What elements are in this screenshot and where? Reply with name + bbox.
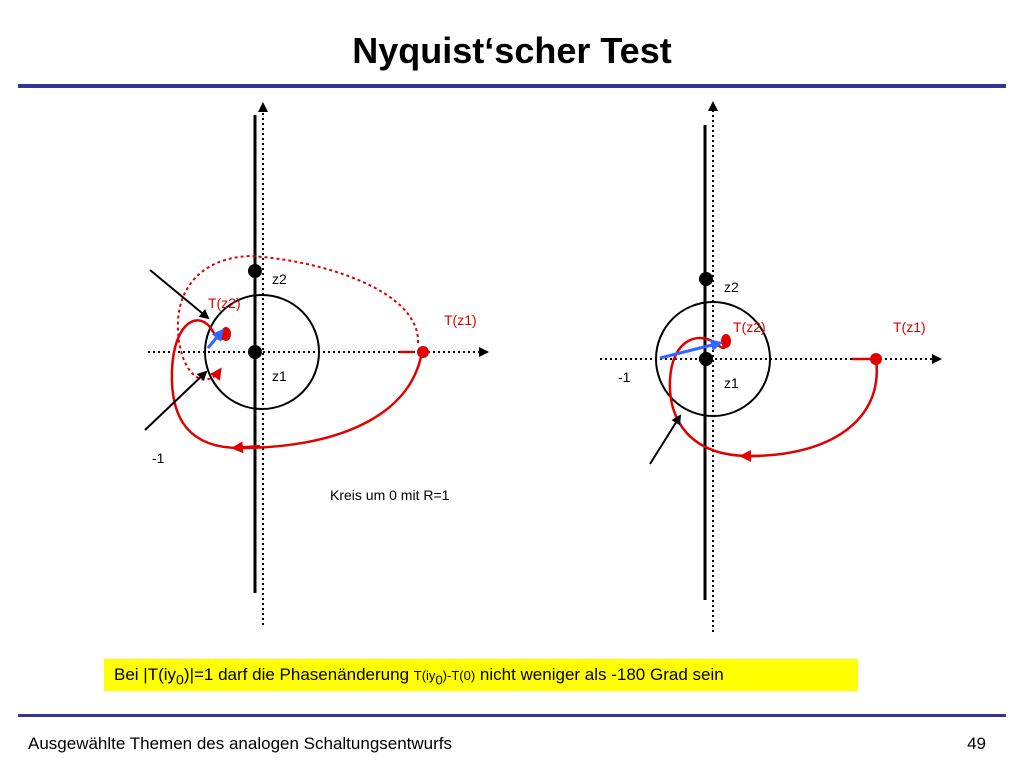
right-unit-circle (655, 301, 771, 417)
left-label-z2: z2 (272, 271, 287, 287)
left-solid-curve (170, 319, 424, 450)
left-pointer-lower (144, 370, 208, 431)
left-pointer-upper (149, 269, 210, 320)
note-sub1: 0 (176, 672, 184, 689)
right-label-minus1: -1 (618, 369, 631, 385)
left-label-tz2: T(z2) (208, 295, 241, 311)
left-unit-circle (204, 294, 320, 410)
note-sub2: 0 (435, 672, 443, 688)
note-part1: Bei |T(iy (114, 665, 177, 684)
note-small1: T(iy (413, 668, 436, 683)
left-z1-point (248, 345, 262, 359)
right-label-tz2: T(z2) (733, 319, 766, 335)
title-divider (18, 84, 1006, 88)
footer-divider (18, 714, 1006, 717)
left-phasor (206, 328, 224, 349)
left-dotted-curve (176, 254, 420, 381)
right-diagram: z2 z1 T(z2) T(z1) -1 (600, 101, 942, 632)
left-tz1-point (417, 346, 429, 358)
left-solid-curve-arrow (231, 441, 261, 454)
right-label-z2: z2 (724, 279, 739, 295)
note-part2: )|=1 darf die Phasenänderung (183, 665, 414, 684)
left-diagram: z2 z1 T(z2) T(z1) -1 Kreis um 0 mit R=1 (144, 102, 489, 625)
right-pointer (649, 414, 682, 465)
note-small2: )-T(0) (442, 668, 476, 683)
footer-text: Ausgewählte Themen des analogen Schaltun… (28, 734, 453, 753)
left-label-minus1: -1 (152, 450, 165, 466)
left-z2-point (248, 264, 262, 278)
right-z2-point (699, 272, 713, 286)
condition-note: Bei |T(iy0)|=1 darf die Phasenänderung T… (104, 659, 858, 691)
right-z1-point (699, 352, 713, 366)
left-label-z1: z1 (272, 368, 287, 384)
right-tz2-point (721, 334, 731, 348)
left-label-tz1: T(z1) (444, 312, 477, 328)
slide-title: Nyquist‘scher Test (352, 30, 672, 71)
page-number: 49 (967, 734, 986, 753)
right-phasor (659, 339, 723, 360)
right-tz1-point (870, 353, 882, 365)
left-tz2-point (221, 327, 231, 341)
left-caption: Kreis um 0 mit R=1 (330, 487, 450, 503)
right-label-tz1: T(z1) (893, 319, 926, 335)
right-label-z1: z1 (724, 375, 739, 391)
note-part3: nicht weniger als -180 Grad sein (475, 665, 724, 684)
